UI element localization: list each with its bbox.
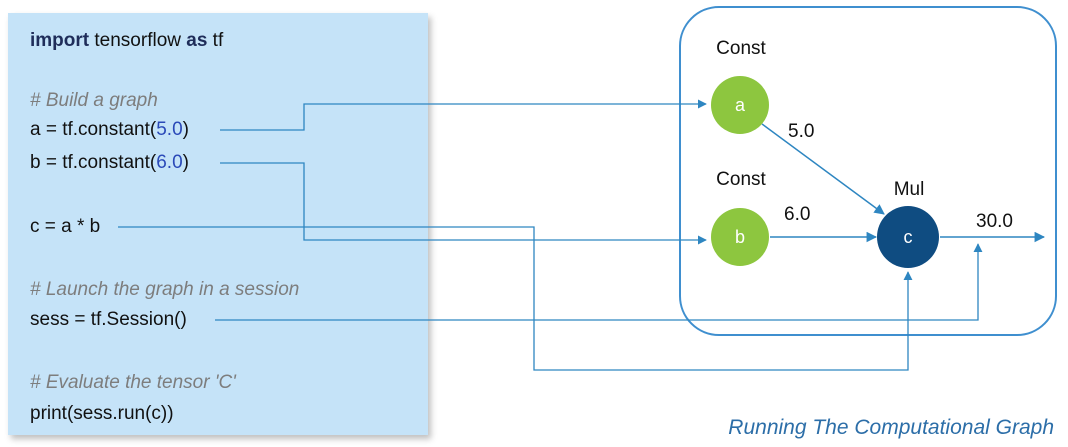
code-line-a: a = tf.constant(5.0) — [30, 119, 189, 141]
node-b — [711, 208, 769, 266]
b-close-paren: ) — [182, 152, 189, 173]
node-a — [711, 76, 769, 134]
connector-a-line — [220, 99, 707, 131]
edge-a-value: 5.0 — [788, 121, 814, 142]
import-line: import tensorflow as tf — [30, 30, 223, 52]
connector-session-line — [215, 243, 983, 321]
connector-c-line — [118, 226, 913, 371]
module-alias: tf — [207, 30, 224, 51]
module-name: tensorflow — [89, 30, 187, 51]
b-assign: b = tf.constant( — [30, 152, 157, 173]
comment-evaluate: # Evaluate the tensor 'C' — [30, 372, 236, 393]
code-line-session: sess = tf.Session() — [30, 309, 187, 330]
diagram-caption: Running The Computational Graph — [728, 416, 1054, 439]
edge-c-value: 30.0 — [976, 211, 1013, 232]
code-line-c: c = a * b — [30, 216, 101, 237]
edge-a-to-c — [761, 123, 885, 215]
node-c-op-label: Mul — [894, 179, 925, 200]
code-panel: import tensorflow as tf # Build a graph … — [8, 13, 428, 435]
node-b-op-label: Const — [716, 169, 766, 190]
import-keyword: import — [30, 30, 90, 51]
connector-b-line — [220, 162, 707, 245]
as-keyword: as — [186, 30, 208, 51]
comment-build-graph: # Build a graph — [30, 90, 158, 111]
comment-launch-session: # Launch the graph in a session — [30, 279, 300, 300]
b-value: 6.0 — [156, 152, 183, 173]
code-line-print: print(sess.run(c)) — [30, 403, 174, 424]
edge-b-value: 6.0 — [784, 204, 810, 225]
node-c-name: c — [904, 227, 913, 247]
a-value: 5.0 — [156, 119, 183, 140]
code-line-b: b = tf.constant(6.0) — [30, 152, 189, 174]
node-c — [877, 206, 939, 268]
graph-container — [679, 6, 1057, 336]
a-close-paren: ) — [182, 119, 189, 140]
a-assign: a = tf.constant( — [30, 119, 157, 140]
node-a-name: a — [735, 95, 746, 115]
node-a-op-label: Const — [716, 38, 766, 59]
node-b-name: b — [735, 227, 745, 247]
